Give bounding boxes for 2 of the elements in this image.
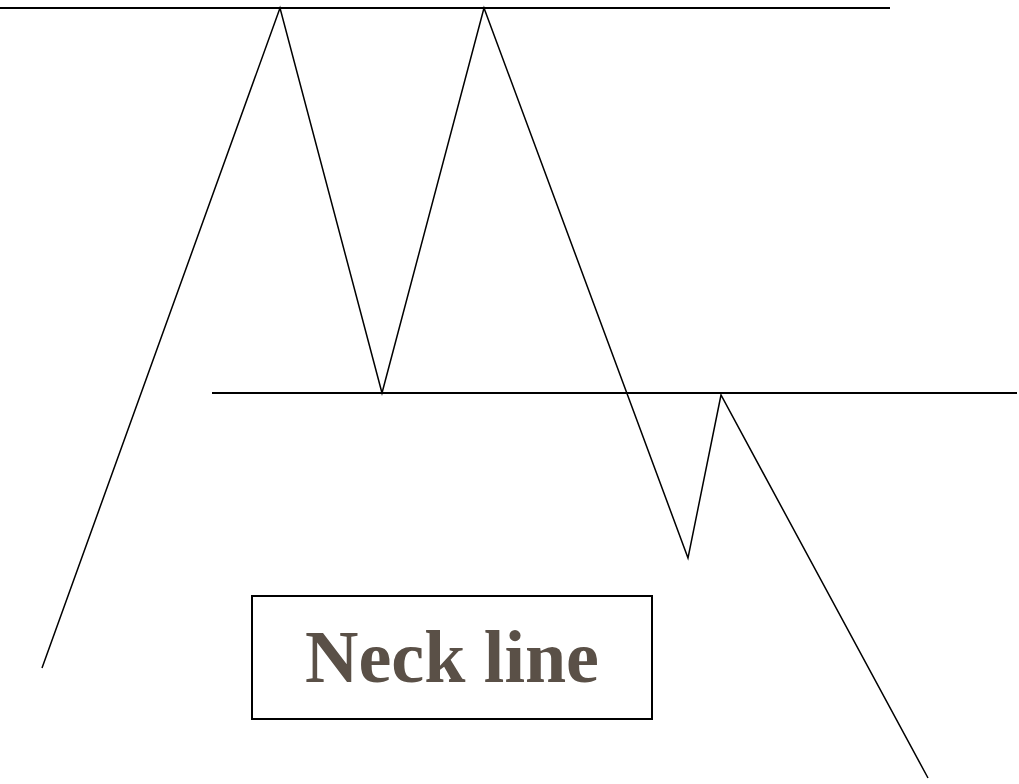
label-text: Neck line (305, 615, 599, 700)
label-box (251, 595, 653, 720)
